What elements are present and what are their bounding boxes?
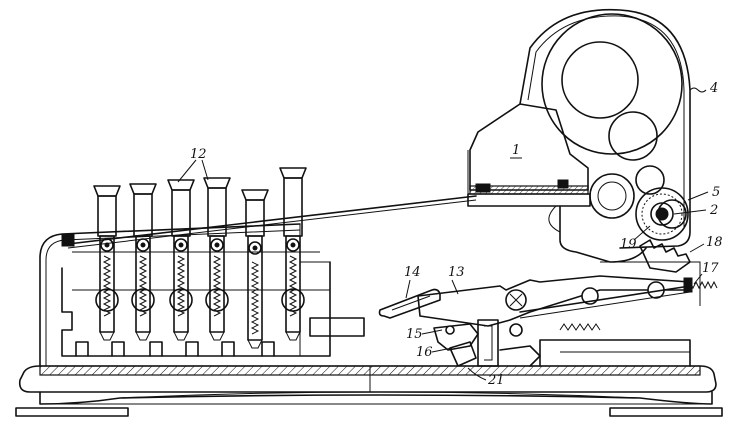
label-21: 21 <box>487 373 505 388</box>
label-12-leaders <box>177 159 209 183</box>
label-19: 19 <box>620 237 637 252</box>
key-bank <box>72 167 320 349</box>
label-14: 14 <box>404 265 421 280</box>
ratchet-wheel <box>635 187 689 241</box>
type-carrier-box <box>467 103 591 207</box>
label-1: 1 <box>512 143 520 158</box>
label-17: 17 <box>702 261 719 276</box>
label-12: 12 <box>190 147 207 162</box>
label-15: 15 <box>406 327 423 342</box>
label-13: 13 <box>448 265 465 280</box>
reference-labels: 1 4 5 2 19 18 17 12 13 14 15 16 21 <box>190 81 723 388</box>
label-18: 18 <box>706 235 723 250</box>
key-stem <box>241 189 269 349</box>
printer-housing <box>519 8 691 249</box>
platen-support <box>548 205 647 263</box>
machine-base <box>15 365 723 417</box>
lever-assembly <box>378 261 718 367</box>
label-16: 16 <box>416 345 433 360</box>
key-stem <box>167 179 195 341</box>
label-5: 5 <box>712 185 720 200</box>
key-stem <box>279 167 307 341</box>
paper-tape <box>67 195 477 249</box>
key-stem <box>129 183 157 341</box>
key-stem <box>203 177 231 341</box>
gear-segment <box>639 239 691 273</box>
label-2: 2 <box>709 203 718 218</box>
key-stem <box>93 185 121 341</box>
label-4: 4 <box>709 81 718 96</box>
